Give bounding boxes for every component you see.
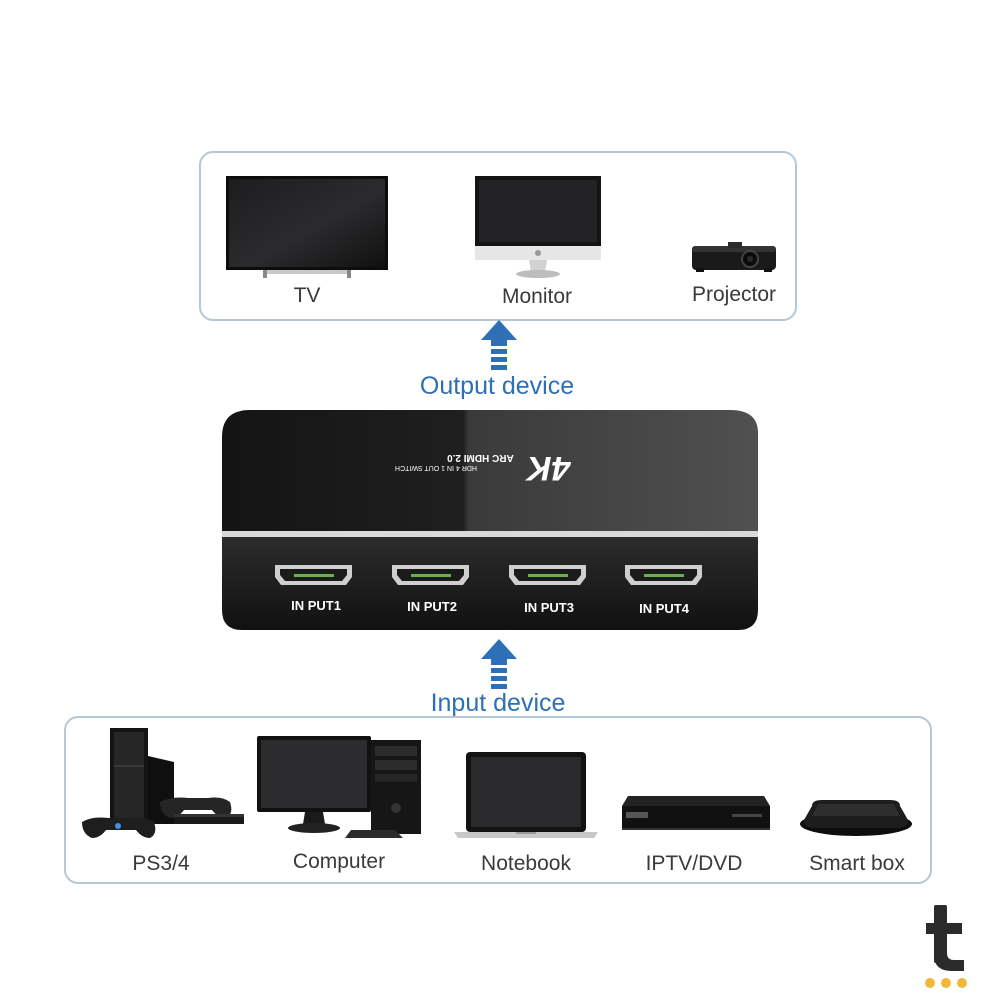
laptop-icon: [454, 752, 598, 838]
smart-box-icon: [800, 800, 912, 836]
output-device-caption: Output device: [419, 372, 575, 400]
port-label-1: IN PUT1: [291, 598, 341, 613]
device-label-projector: Projector: [691, 283, 777, 306]
hdmi-port-2: [392, 565, 469, 585]
device-label-notebook: Notebook: [481, 852, 571, 875]
device-label-smart-box: Smart box: [809, 852, 905, 875]
output-flow-arrow-icon: [481, 320, 517, 370]
switch-brand-line1: ARC HDMI 2.0: [447, 452, 514, 463]
hdmi-port-4: [625, 565, 702, 585]
port-label-2: IN PUT2: [407, 599, 457, 614]
projector-icon: [692, 242, 776, 272]
port-label-4: IN PUT4: [639, 601, 689, 616]
switch-brand-4k: 4K: [527, 449, 571, 487]
desktop-computer-icon: [257, 736, 421, 838]
device-label-iptv-dvd: IPTV/DVD: [645, 852, 743, 875]
device-label-tv: TV: [293, 284, 321, 307]
hdmi-port-3: [509, 565, 586, 585]
input-flow-arrow-icon: [481, 639, 517, 689]
input-device-caption: Input device: [430, 689, 566, 717]
hdmi-switch-device: [222, 410, 758, 630]
game-console-icon: [82, 728, 244, 838]
tv-icon: [226, 176, 388, 278]
port-label-3: IN PUT3: [524, 600, 574, 615]
switch-brand-line2: HDR 4 IN 1 OUT SWITCH: [395, 464, 477, 471]
hdmi-port-1: [275, 565, 352, 585]
device-label-ps3-4: PS3/4: [132, 852, 190, 875]
device-label-monitor: Monitor: [501, 285, 573, 308]
monitor-icon: [475, 176, 601, 278]
dvd-player-icon: [622, 796, 770, 830]
t-logo-icon: [925, 905, 967, 988]
device-label-computer: Computer: [292, 850, 386, 873]
